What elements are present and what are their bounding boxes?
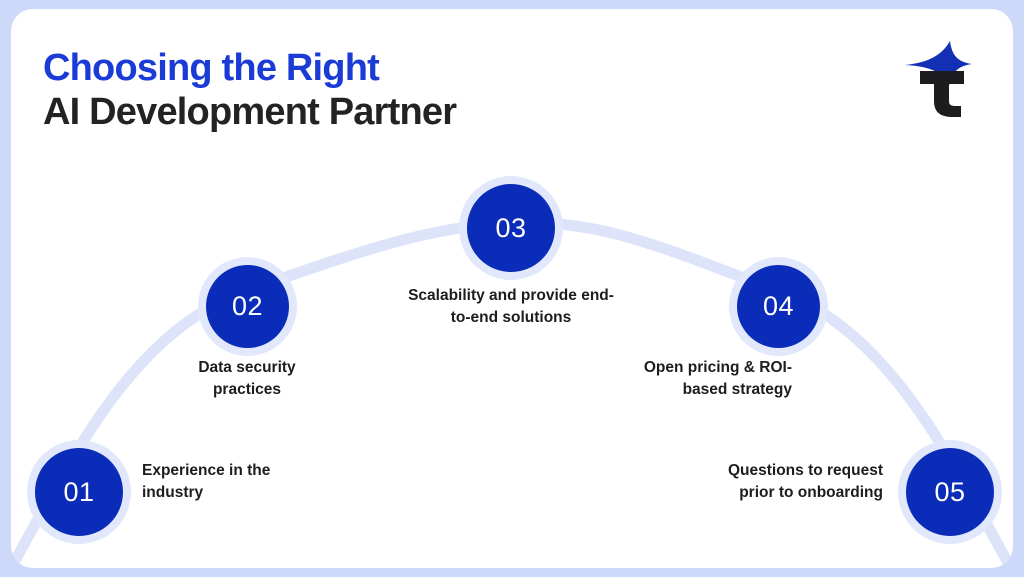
step-caption-02: Data security practices	[177, 357, 317, 401]
step-number-03: 03	[495, 212, 527, 243]
tau-logo	[905, 41, 972, 117]
step-number-05: 05	[934, 476, 966, 507]
step-caption-03-line1: Scalability and provide end-	[408, 287, 614, 304]
tau-glyph	[920, 71, 964, 117]
step-caption-02-line1: Data security	[198, 359, 296, 376]
step-number-04: 04	[762, 291, 795, 321]
title-line-secondary: AI Development Partner	[43, 91, 457, 134]
step-node-03[interactable]: 03	[467, 184, 555, 272]
page-title: Choosing the Right AI Development Partne…	[43, 46, 457, 134]
step-caption-04: Open pricing & ROI- based strategy	[612, 357, 792, 401]
step-caption-01-line1: Experience in the	[142, 462, 271, 479]
step-caption-05-line1: Questions to request	[727, 462, 883, 479]
step-caption-01-line2: industry	[142, 484, 204, 501]
step-caption-03-line2: to-end solutions	[450, 309, 572, 326]
title-line-primary: Choosing the Right	[43, 47, 380, 89]
slide-card: Choosing the Right AI Development Partne…	[11, 9, 1013, 568]
step-node-01[interactable]: 01	[35, 448, 123, 536]
step-caption-01: Experience in the industry	[142, 460, 322, 504]
step-caption-02-line2: practices	[212, 381, 282, 398]
step-number-01: 01	[63, 476, 95, 507]
step-caption-05-line2: prior to onboarding	[739, 484, 883, 501]
step-caption-03: Scalability and provide end- to-end solu…	[387, 285, 635, 329]
step-node-05[interactable]: 05	[906, 448, 994, 536]
step-caption-04-line1: Open pricing & ROI-	[643, 359, 792, 376]
step-caption-05: Questions to request prior to onboarding	[701, 460, 883, 504]
step-caption-04-line2: based strategy	[682, 381, 792, 398]
step-node-04[interactable]: 04	[737, 265, 820, 348]
sparkle-icon	[905, 41, 972, 85]
step-node-02[interactable]: 02	[206, 265, 289, 348]
step-number-02: 02	[231, 291, 264, 321]
arc-path	[11, 217, 1013, 568]
